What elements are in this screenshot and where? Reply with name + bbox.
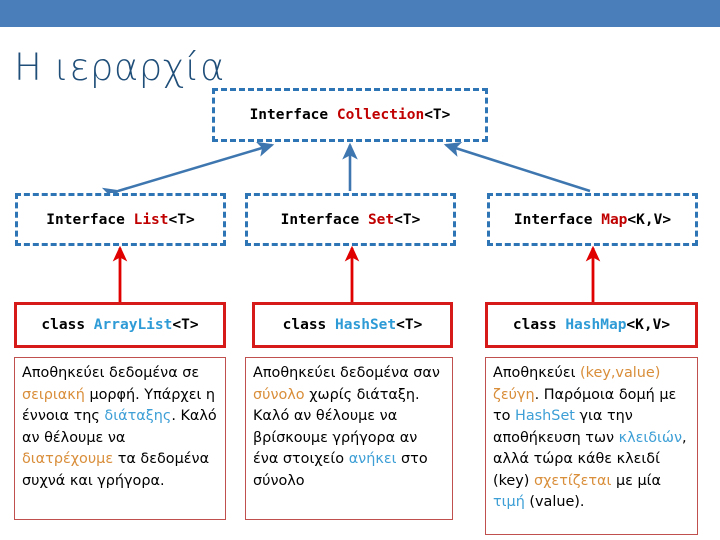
description-hashset: Αποθηκεύει δεδομένα σαν σύνολο χωρίς διά… bbox=[245, 357, 453, 520]
desc-text: (value). bbox=[524, 494, 585, 510]
node-class-arraylist[interactable]: class ArrayList <T> bbox=[14, 302, 226, 348]
node-interface-set[interactable]: Interface Set <T> bbox=[245, 193, 456, 246]
slide-accent-bar bbox=[0, 0, 720, 27]
desc-highlight: σειριακή bbox=[22, 386, 85, 403]
desc-highlight: ανήκει bbox=[348, 451, 397, 467]
desc-text: Αποθηκεύει δεδομένα σε bbox=[22, 365, 200, 381]
description-hashmap: Αποθηκεύει (key,value) ζεύγη. Παρόμοια δ… bbox=[485, 357, 698, 535]
node-interface-map[interactable]: Interface Map <K,V> bbox=[487, 193, 698, 246]
desc-text: Αποθηκεύει bbox=[493, 365, 581, 381]
node-type-name: HashMap bbox=[565, 317, 627, 333]
desc-text: χωρίς διάταξη. Καλό αν θέλουμε να βρίσκο… bbox=[253, 386, 420, 468]
arrow-list-to-collection bbox=[101, 141, 275, 203]
node-keyword: Interface bbox=[280, 211, 360, 228]
desc-highlight: κλειδιών bbox=[618, 429, 683, 446]
desc-text: στο σύνολο bbox=[253, 451, 428, 489]
node-keyword: Interface bbox=[513, 211, 593, 228]
desc-text: μορφή. Υπάρχει η έννοια της bbox=[22, 386, 216, 425]
desc-highlight: (key,value) ζεύγη bbox=[493, 365, 661, 403]
node-type-name: List bbox=[133, 211, 169, 228]
desc-text: με μία bbox=[611, 472, 661, 489]
node-generic-params: <K,V> bbox=[627, 211, 672, 228]
desc-highlight: διάταξης bbox=[104, 408, 172, 424]
node-class-hashmap[interactable]: class HashMap <K,V> bbox=[485, 302, 698, 348]
node-keyword: Interface bbox=[249, 107, 329, 123]
desc-highlight: διατρέχουμε bbox=[22, 451, 114, 467]
node-class-hashset[interactable]: class HashSet <T> bbox=[252, 302, 453, 348]
node-keyword: class bbox=[41, 317, 86, 333]
node-generic-params: <T> bbox=[396, 317, 423, 333]
node-type-name: Set bbox=[367, 211, 395, 228]
node-keyword: Interface bbox=[46, 211, 125, 228]
desc-text: , αλλά τώρα κάθε κλειδί (key) bbox=[493, 429, 687, 489]
arrow-map-to-collection bbox=[443, 142, 591, 193]
description-arraylist: Αποθηκεύει δεδομένα σε σειριακή μορφή. Υ… bbox=[14, 357, 226, 520]
desc-text: Αποθηκεύει δεδομένα σαν bbox=[253, 365, 440, 381]
node-type-name: HashSet bbox=[335, 317, 397, 333]
desc-text: τα δεδομένα συχνά και γρήγορα. bbox=[22, 451, 210, 489]
node-keyword: class bbox=[512, 317, 557, 333]
desc-highlight: σχετίζεται bbox=[534, 472, 612, 489]
node-generic-params: <T> bbox=[394, 211, 421, 228]
node-type-name: Collection bbox=[336, 107, 425, 123]
node-generic-params: <T> bbox=[172, 317, 199, 333]
desc-text: για την αποθήκευση των bbox=[493, 408, 633, 446]
desc-text: . Καλό αν θέλουμε να bbox=[22, 408, 217, 446]
node-generic-params: <K,V> bbox=[626, 317, 671, 333]
desc-text: . Παρόμοια δομή με το bbox=[493, 386, 677, 425]
node-interface-collection[interactable]: Interface Collection <T> bbox=[212, 88, 488, 142]
node-type-name: ArrayList bbox=[93, 317, 173, 333]
node-type-name: Map bbox=[601, 211, 628, 228]
node-keyword: class bbox=[282, 317, 327, 333]
page-title: Η ιεραρχία bbox=[14, 46, 225, 89]
desc-highlight: τιμή bbox=[493, 494, 525, 510]
desc-highlight: σύνολο bbox=[253, 386, 305, 403]
node-generic-params: <T> bbox=[168, 211, 195, 228]
desc-highlight: HashSet bbox=[515, 408, 575, 424]
node-interface-list[interactable]: Interface List <T> bbox=[15, 193, 226, 246]
node-generic-params: <T> bbox=[424, 107, 451, 123]
